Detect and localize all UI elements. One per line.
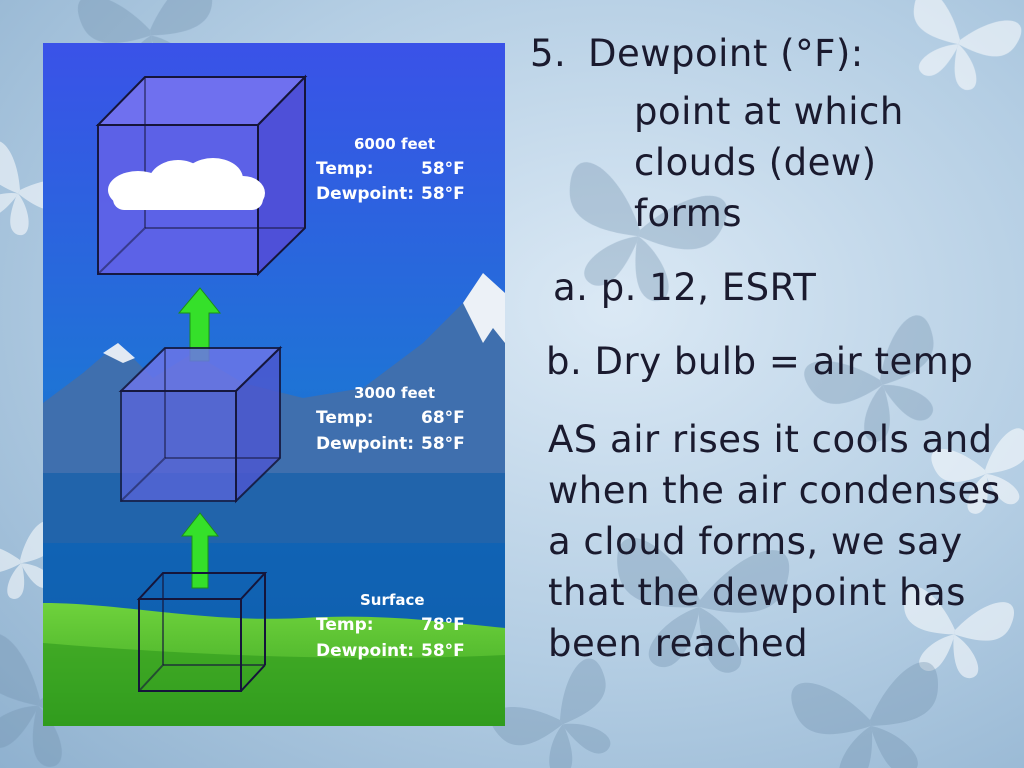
heading-text: Dewpoint (°F): [588, 32, 864, 75]
air-parcel-surface [136, 572, 268, 692]
air-parcel-3000ft [118, 345, 283, 504]
heading-dewpoint: 5. Dewpoint (°F): [530, 32, 864, 75]
explanation-paragraph: AS air rises it cools and when the air c… [548, 418, 1001, 665]
dewpoint-label: Dewpoint: [316, 184, 414, 204]
temp-value: 78°F [421, 615, 465, 635]
list-item-b: b. Dry bulb = air temp [546, 340, 974, 383]
cloud-icon [108, 158, 265, 210]
altitude-label: Surface [360, 591, 425, 609]
temp-label: Temp: [316, 408, 374, 428]
dewpoint-value: 58°F [421, 184, 465, 204]
dewpoint-definition: point at which clouds (dew) forms [634, 90, 904, 235]
altitude-label: 6000 feet [354, 135, 435, 153]
temp-label: Temp: [316, 615, 374, 635]
list-item-a: a. p. 12, ESRT [553, 266, 817, 309]
dewpoint-value: 58°F [421, 641, 465, 661]
rising-arrow-icon [180, 512, 220, 589]
dewpoint-illustration: 6000 feet Temp: 58°F Dewpoint: 58°F 3000… [43, 43, 505, 726]
altitude-label: 3000 feet [354, 384, 435, 402]
temp-label: Temp: [316, 159, 374, 179]
dewpoint-label: Dewpoint: [316, 434, 414, 454]
temp-value: 58°F [421, 159, 465, 179]
dewpoint-value: 58°F [421, 434, 465, 454]
dewpoint-label: Dewpoint: [316, 641, 414, 661]
butterfly-icon [788, 659, 954, 768]
heading-number: 5. [530, 32, 567, 75]
temp-value: 68°F [421, 408, 465, 428]
butterfly-icon [486, 654, 639, 768]
